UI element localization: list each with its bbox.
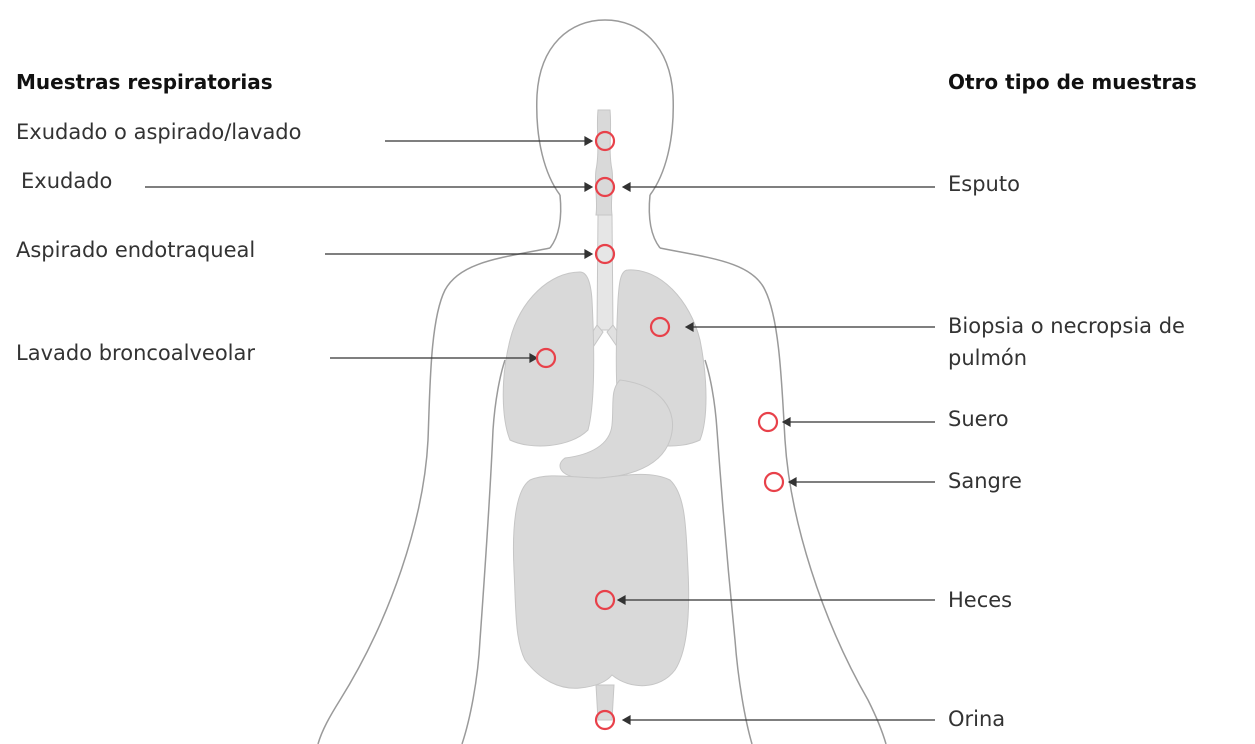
arrow-aspirado — [585, 250, 592, 258]
arrow-exudado — [585, 183, 592, 191]
organs — [503, 110, 706, 720]
label-exudado: Exudado — [21, 165, 112, 197]
label-esputo: Esputo — [948, 168, 1020, 200]
arrow-esputo — [623, 183, 630, 191]
label-suero: Suero — [948, 403, 1009, 435]
marker-suero — [759, 413, 777, 431]
label-aspirado-endotraqueal: Aspirado endotraqueal — [16, 234, 255, 266]
heading-other-samples: Otro tipo de muestras — [948, 70, 1197, 94]
label-orina: Orina — [948, 703, 1005, 735]
label-sangre: Sangre — [948, 465, 1022, 497]
lung-left — [503, 272, 594, 446]
arrow-orina — [623, 716, 630, 724]
label-lavado-broncoalveolar: Lavado broncoalveolar — [16, 337, 255, 369]
upper-airway — [595, 110, 612, 215]
marker-sangre — [765, 473, 783, 491]
arrow-exudado-aspirado — [585, 137, 592, 145]
label-biopsia: Biopsia o necropsia de pulmón — [948, 310, 1223, 374]
trachea — [597, 215, 613, 330]
heading-respiratory-samples: Muestras respiratorias — [16, 70, 273, 94]
intestines — [513, 474, 688, 688]
label-heces: Heces — [948, 584, 1012, 616]
label-exudado-aspirado: Exudado o aspirado/lavado — [16, 116, 302, 148]
